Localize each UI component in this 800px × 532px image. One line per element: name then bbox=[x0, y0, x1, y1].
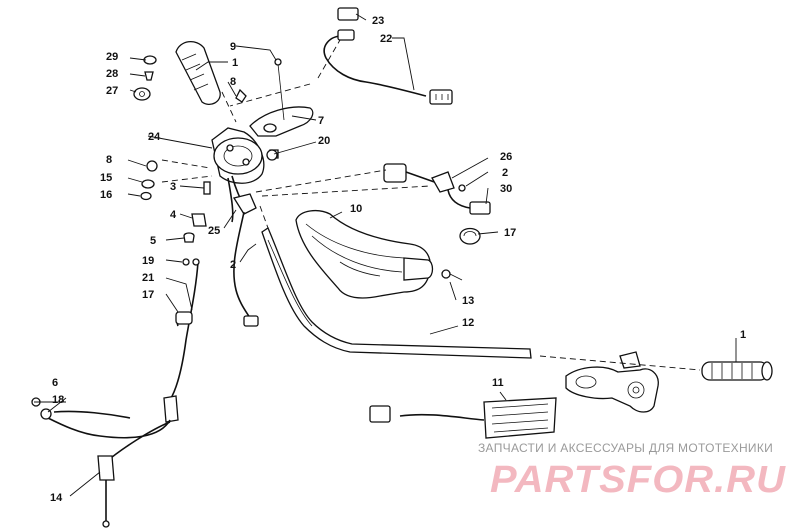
pad-bolt bbox=[441, 269, 463, 281]
callout-9: 9 bbox=[230, 41, 236, 53]
callout-30: 30 bbox=[500, 183, 512, 195]
callout-12: 12 bbox=[462, 317, 474, 329]
callout-23: 23 bbox=[372, 15, 384, 27]
callout-13: 13 bbox=[462, 295, 474, 307]
callout-8-top: 8 bbox=[230, 76, 236, 88]
callout-6: 6 bbox=[52, 377, 58, 389]
callout-17-left: 17 bbox=[142, 289, 154, 301]
watermark-brand: PARTSFOR.RU bbox=[490, 459, 787, 501]
callout-25: 25 bbox=[208, 225, 220, 237]
callout-16: 16 bbox=[100, 189, 112, 201]
right-control bbox=[565, 351, 659, 413]
callout-18: 18 bbox=[52, 394, 64, 406]
right-grip bbox=[701, 361, 773, 381]
callout-22: 22 bbox=[380, 33, 392, 45]
callout-2-left: 2 bbox=[230, 259, 236, 271]
callout-15: 15 bbox=[100, 172, 112, 184]
callout-1-left: 1 bbox=[232, 57, 238, 69]
callout-24: 24 bbox=[148, 131, 161, 143]
right-harness bbox=[383, 163, 491, 245]
grip-heater bbox=[369, 397, 557, 439]
callout-14: 14 bbox=[50, 492, 63, 504]
left-grip bbox=[175, 41, 221, 106]
callout-29: 29 bbox=[106, 51, 118, 63]
callout-labels: 29 28 27 9 1 8 24 8 15 16 3 4 5 25 2 19 … bbox=[50, 15, 746, 504]
brake-cable bbox=[47, 261, 199, 528]
throttle-cable bbox=[227, 175, 259, 327]
watermark-tagline: ЗАПЧАСТИ И АКСЕССУАРЫ ДЛЯ МОТОТЕХНИКИ bbox=[478, 441, 773, 455]
top-harness bbox=[323, 7, 453, 105]
callout-19: 19 bbox=[142, 255, 154, 267]
callout-21: 21 bbox=[142, 272, 154, 284]
callout-26: 26 bbox=[500, 151, 512, 163]
callout-27: 27 bbox=[106, 85, 118, 97]
throttle-housing bbox=[211, 106, 314, 184]
small-hardware bbox=[31, 55, 285, 420]
callout-8-left: 8 bbox=[106, 154, 112, 166]
callout-28: 28 bbox=[106, 68, 118, 80]
callout-11: 11 bbox=[492, 377, 504, 389]
callout-20: 20 bbox=[318, 135, 330, 147]
handlebar bbox=[261, 227, 532, 359]
callout-2-right: 2 bbox=[502, 167, 508, 179]
callout-10: 10 bbox=[350, 203, 362, 215]
callout-4: 4 bbox=[170, 209, 177, 221]
callout-17-right: 17 bbox=[504, 227, 516, 239]
callout-5: 5 bbox=[150, 235, 156, 247]
assembly-lines bbox=[161, 39, 701, 371]
callout-1-right: 1 bbox=[740, 329, 746, 341]
leader-lines bbox=[34, 13, 737, 497]
watermark: ЗАПЧАСТИ И АКСЕССУАРЫ ДЛЯ МОТОТЕХНИКИ PA… bbox=[478, 441, 787, 501]
callout-7: 7 bbox=[318, 115, 324, 127]
handlebar-pad bbox=[295, 209, 434, 299]
callout-3: 3 bbox=[170, 181, 176, 193]
